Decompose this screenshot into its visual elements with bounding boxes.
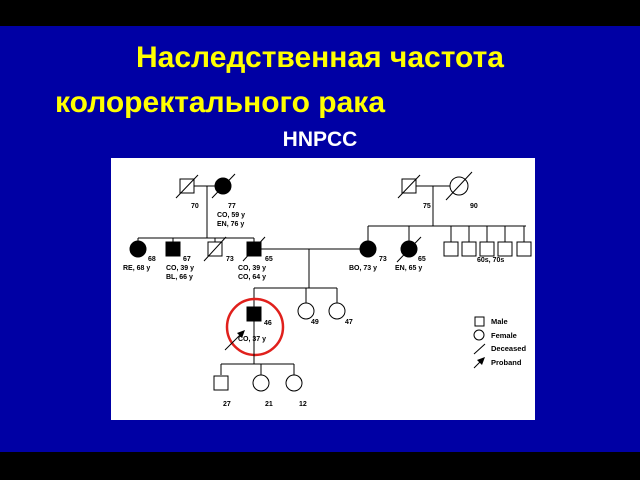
gen3-proband-male-46	[246, 306, 262, 322]
gen2-female-65-note: EN, 65 y	[395, 265, 422, 272]
legend-deceased-symbol	[473, 343, 486, 355]
gen1-male-75-age: 75	[423, 203, 431, 210]
slide-title-line1: Наследственная частота	[136, 41, 504, 74]
gen2-sib-square-5	[516, 241, 532, 257]
proband-arrow	[224, 332, 243, 351]
gen2-male-65-note2: CO, 64 y	[238, 274, 266, 281]
gen2-right-sibship: 73 BO, 73 y 65 EN, 65 y 60s, 70s	[349, 225, 532, 272]
gen2-female-68-note: RE, 68 y	[123, 265, 150, 272]
gen1-female-77-note1: CO, 59 y	[217, 212, 245, 219]
legend-female-label: Female	[491, 331, 517, 340]
gen4-male-27-age: 27	[223, 401, 231, 408]
gen1-male-70-age: 70	[191, 203, 199, 210]
gen3-female-47-age: 47	[345, 319, 353, 326]
gen2-male-73-deceased-mark	[203, 236, 227, 262]
gen2-female-68-age: 68	[148, 256, 156, 263]
gen2-male-65-deceased-mark	[242, 236, 266, 262]
gen1-right-couple: 75 90	[397, 171, 478, 226]
gen2-male-67-age: 67	[183, 256, 191, 263]
gen4-female-12-age: 12	[299, 401, 307, 408]
gen3-proband-age: 46	[264, 320, 272, 327]
gen4-male-27	[213, 375, 229, 391]
gen3-female-49-age: 49	[311, 319, 319, 326]
slide-subtitle: HNPCC	[0, 128, 640, 152]
gen1-male-75-deceased-mark	[397, 174, 421, 199]
gen1-female-90-deceased-mark	[445, 171, 473, 201]
gen3-proband-note: CO, 37 y	[238, 336, 266, 343]
gen4-female-21-age: 21	[265, 401, 273, 408]
gen4-female-12	[285, 374, 303, 392]
gen1-female-77-age: 77	[228, 203, 236, 210]
gen2-female-65-deceased-mark	[396, 236, 422, 263]
proband-highlight-ring	[225, 297, 285, 357]
gen2-male-65-age: 65	[265, 256, 273, 263]
pedigree-chart: 70 77 CO, 59 y EN, 76 y 75 90 68 RE, 68 …	[123, 171, 532, 408]
slide-title-line2: колоректального рака	[55, 86, 385, 119]
gen2-male-67-note2: BL, 66 y	[166, 274, 193, 281]
gen1-female-90-age: 90	[470, 203, 478, 210]
gen3-female-47	[328, 302, 346, 320]
gen2-male-67	[165, 241, 181, 257]
legend-male-symbol	[474, 316, 485, 327]
gen2-sib-square-4	[497, 241, 513, 257]
gen1-male-70-deceased-mark	[175, 174, 199, 199]
pedigree-panel: 70 77 CO, 59 y EN, 76 y 75 90 68 RE, 68 …	[111, 158, 535, 420]
gen2-sibs-note: 60s, 70s	[477, 257, 504, 264]
gen2-female-68	[129, 240, 147, 258]
gen1-left-couple: 70 77 CO, 59 y EN, 76 y	[175, 173, 245, 238]
gen2-male-67-note1: CO, 39 y	[166, 265, 194, 272]
legend-male-label: Male	[491, 317, 508, 326]
legend-proband-arrow-head	[477, 357, 485, 365]
gen2-sib-square-3	[479, 241, 495, 257]
gen3-sibship: 46 CO, 37 y 49 47	[224, 287, 353, 357]
proband-arrow-head	[237, 330, 245, 338]
legend-deceased-label: Deceased	[491, 344, 526, 353]
gen2-sib-square-1	[443, 241, 459, 257]
legend-proband-label: Proband	[491, 358, 522, 367]
gen2-female-73	[359, 240, 377, 258]
gen2-female-65-age: 65	[418, 256, 426, 263]
gen3-female-49	[297, 302, 315, 320]
gen1-female-77-deceased-mark	[211, 173, 236, 199]
gen4-sibship: 27 21 12	[213, 356, 307, 408]
subtitle-text: HNPCC	[282, 128, 358, 151]
gen2-female-73-note: BO, 73 y	[349, 265, 377, 272]
gen2-left-sibship: 68 RE, 68 y 67 CO, 39 y BL, 66 y 73 65 C…	[123, 236, 273, 281]
gen2-sib-square-2	[461, 241, 477, 257]
legend: Male Female Deceased Proband	[473, 316, 526, 369]
gen2-male-65-note1: CO, 39 y	[238, 265, 266, 272]
gen4-female-21	[252, 374, 270, 392]
gen2-female-73-age: 73	[379, 256, 387, 263]
gen1-female-77-note2: EN, 76 y	[217, 221, 244, 228]
gen2-male-73-age: 73	[226, 256, 234, 263]
legend-female-symbol	[473, 329, 485, 341]
